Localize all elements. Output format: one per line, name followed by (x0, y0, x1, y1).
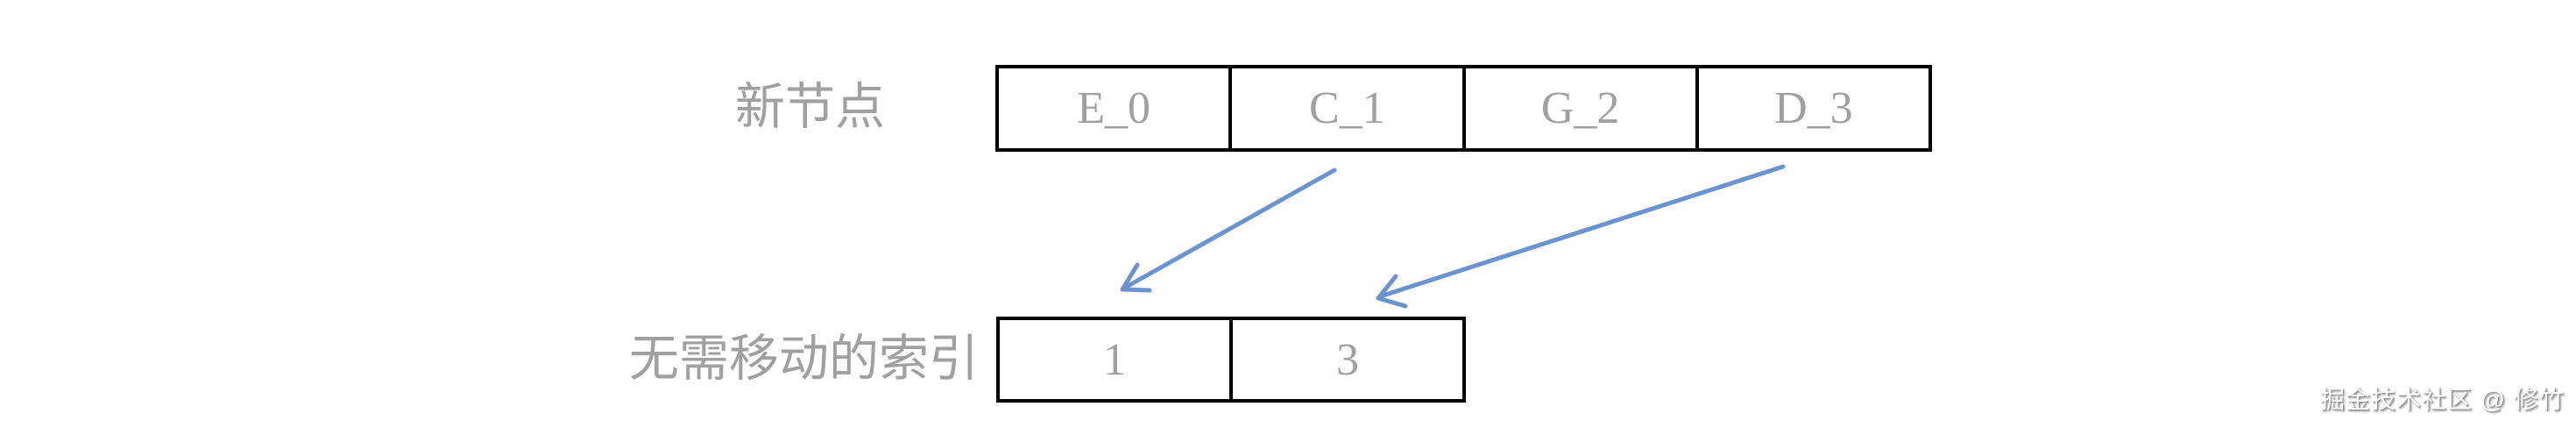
arrow-shaft (1377, 164, 1786, 299)
new-node-cell-3: D_3 (1695, 68, 1928, 148)
index-cell-1: 3 (1229, 320, 1462, 399)
arrow-head-icon (1120, 262, 1152, 293)
new-nodes-array: E_0 C_1 G_2 D_3 (995, 65, 1932, 152)
new-nodes-label: 新节点 (735, 80, 885, 135)
arrow-d3-to-index3 (1376, 164, 1786, 309)
arrow-c1-to-index1 (1120, 168, 1337, 293)
arrow-head-icon (1376, 274, 1408, 309)
fixed-index-label: 无需移动的索引 (629, 332, 979, 387)
index-cell-0: 1 (1103, 334, 1126, 385)
new-node-cell-1: C_1 (1228, 68, 1461, 148)
arrow-shaft (1121, 168, 1337, 291)
fixed-index-array: 1 3 (996, 317, 1466, 403)
new-node-cell-2: G_2 (1461, 68, 1695, 148)
watermark: 掘金技术社区 @ 修竹 (2320, 386, 2565, 413)
new-node-cell-0: E_0 (1077, 83, 1150, 133)
